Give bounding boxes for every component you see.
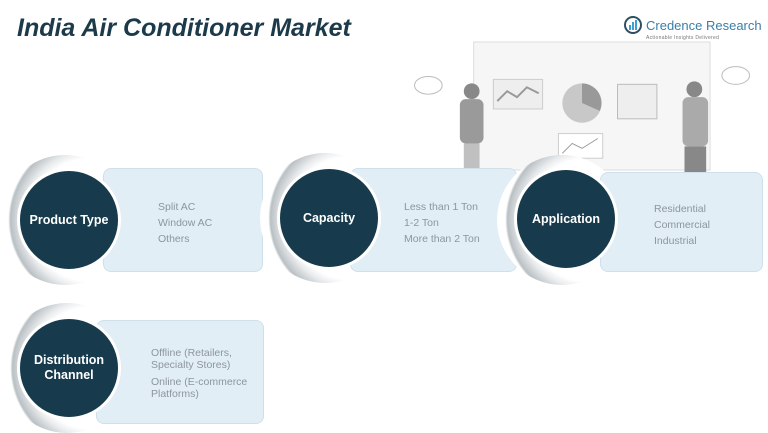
logo-icon [624,16,642,34]
logo-tagline: Actionable Insights Delivered [646,35,720,41]
list-item: Offline (Retailers, Specialty Stores) [151,347,232,371]
presentation-illustration [414,41,751,173]
segment-circle-application: Application [514,167,618,271]
list-item: 1-2 Ton [404,217,439,229]
logo-text: Credence Research [646,17,762,33]
segment-card-product-type: Split AC Window AC Others [103,168,263,272]
list-item: Online (E-commerce Platforms) [151,376,248,400]
list-item: Window AC [158,217,213,229]
segment-card-distribution-channel: Offline (Retailers, Specialty Stores) Onl… [96,320,264,424]
list-item: More than 2 Ton [404,233,480,245]
segment-circle-product-type: Product Type [17,168,121,272]
list-item: Industrial [654,235,697,247]
list-item: Residential [654,203,706,215]
list-item: Commercial [654,219,711,231]
list-item: Split AC [158,201,196,213]
logo: Credence Research Actionable Insights De… [624,16,762,41]
list-item: Others [158,233,190,245]
segment-circle-capacity: Capacity [277,166,381,270]
page-title: India Air Conditioner Market [17,14,351,42]
segment-circle-distribution-channel: Distribution Channel [17,316,121,420]
list-item: Less than 1 Ton [404,201,478,213]
